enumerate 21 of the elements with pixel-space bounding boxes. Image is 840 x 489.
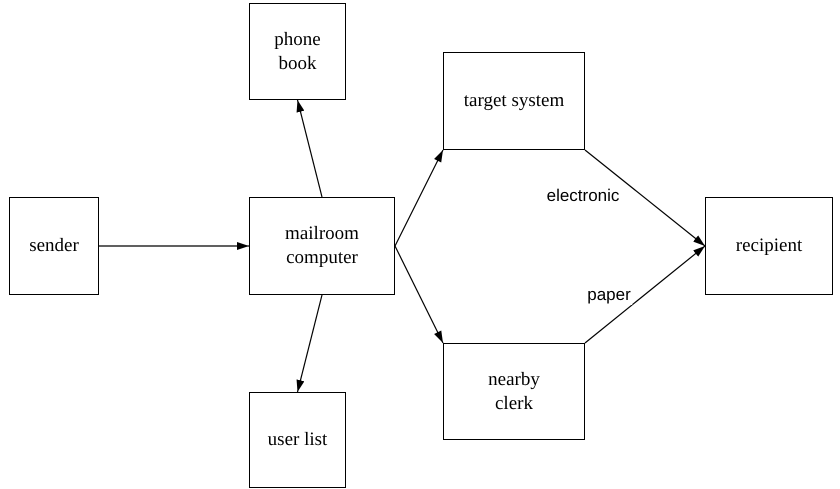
node-label: mailroom computer bbox=[284, 222, 360, 270]
arrow bbox=[99, 242, 249, 250]
node-label: recipient bbox=[736, 234, 802, 258]
arrow bbox=[296, 100, 323, 198]
process-box bbox=[249, 197, 395, 295]
node-label: user list bbox=[268, 428, 328, 452]
arrow bbox=[584, 150, 706, 246]
arrow bbox=[394, 150, 444, 246]
process-box bbox=[9, 197, 99, 295]
node-label: phone book bbox=[273, 28, 322, 76]
process-box bbox=[249, 3, 346, 100]
process-box bbox=[705, 197, 833, 295]
arrow bbox=[296, 294, 323, 392]
arrow bbox=[584, 246, 706, 344]
node-label: target system bbox=[464, 89, 564, 113]
process-box bbox=[249, 392, 346, 488]
process-box bbox=[443, 52, 585, 150]
process-box bbox=[443, 343, 585, 440]
node-label: sender bbox=[29, 234, 79, 258]
node-label: nearby clerk bbox=[487, 368, 541, 416]
arrow bbox=[394, 246, 444, 344]
